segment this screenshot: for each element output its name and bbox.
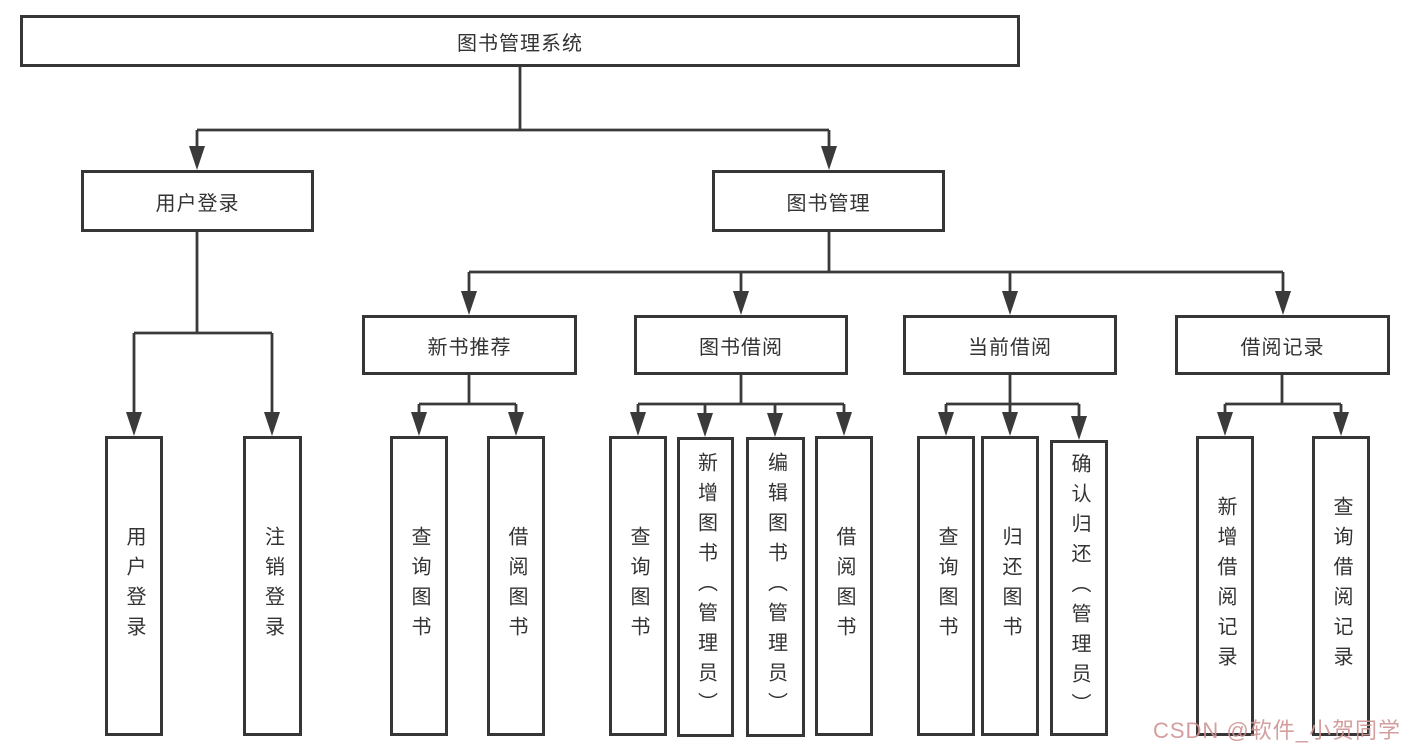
node-current-borrowing: 当前借阅 (903, 315, 1117, 375)
node-leaf-query-borrow-record: 查询借阅记录 (1312, 436, 1370, 736)
node-leaf-borrow-books-1: 借阅图书 (487, 436, 545, 736)
node-label-root-library-system: 图书管理系统 (457, 32, 583, 55)
node-label-leaf-borrow-books-2: 借阅图书 (833, 526, 855, 646)
node-label-book-management: 图书管理 (786, 192, 871, 215)
node-leaf-logout: 注销登录 (243, 436, 302, 736)
node-label-leaf-confirm-return-admin: 确认归还（管理员） (1068, 453, 1090, 723)
node-book-borrowing: 图书借阅 (634, 315, 848, 375)
node-label-borrowing-records: 借阅记录 (1240, 336, 1325, 359)
csdn-watermark: CSDN @软件_小贺同学 (1152, 718, 1401, 743)
node-leaf-add-book-admin: 新增图书（管理员） (677, 437, 734, 737)
node-leaf-query-books-2: 查询图书 (609, 436, 667, 736)
node-label-leaf-edit-book-admin: 编辑图书（管理员） (764, 452, 787, 722)
node-label-leaf-add-book-admin: 新增图书（管理员） (694, 452, 717, 722)
node-leaf-confirm-return-admin: 确认归还（管理员） (1050, 440, 1108, 736)
node-leaf-user-login: 用户登录 (105, 436, 163, 736)
node-label-book-borrowing: 图书借阅 (699, 336, 783, 359)
node-leaf-edit-book-admin: 编辑图书（管理员） (746, 437, 805, 737)
node-user-login: 用户登录 (81, 170, 314, 232)
node-leaf-add-borrow-record: 新增借阅记录 (1196, 436, 1254, 736)
node-label-leaf-borrow-books-1: 借阅图书 (505, 526, 527, 646)
node-label-leaf-query-borrow-record: 查询借阅记录 (1330, 496, 1352, 676)
node-label-new-book-recommend: 新书推荐 (427, 336, 512, 359)
node-leaf-return-book: 归还图书 (981, 436, 1039, 736)
node-label-leaf-user-login: 用户登录 (123, 526, 145, 646)
node-label-leaf-query-books-3: 查询图书 (935, 526, 957, 646)
node-borrowing-records: 借阅记录 (1175, 315, 1390, 375)
node-label-leaf-query-books-1: 查询图书 (408, 526, 430, 646)
node-label-leaf-query-books-2: 查询图书 (627, 526, 649, 646)
node-new-book-recommend: 新书推荐 (362, 315, 577, 375)
node-leaf-query-books-1: 查询图书 (390, 436, 448, 736)
node-leaf-query-books-3: 查询图书 (917, 436, 975, 736)
node-label-leaf-add-borrow-record: 新增借阅记录 (1214, 496, 1236, 676)
node-label-user-login: 用户登录 (155, 192, 240, 215)
node-root-library-system: 图书管理系统 (20, 15, 1020, 67)
node-label-leaf-logout: 注销登录 (261, 526, 284, 646)
node-label-current-borrowing: 当前借阅 (968, 336, 1052, 359)
node-book-management: 图书管理 (712, 170, 945, 232)
node-label-leaf-return-book: 归还图书 (999, 526, 1021, 646)
node-leaf-borrow-books-2: 借阅图书 (815, 436, 873, 736)
